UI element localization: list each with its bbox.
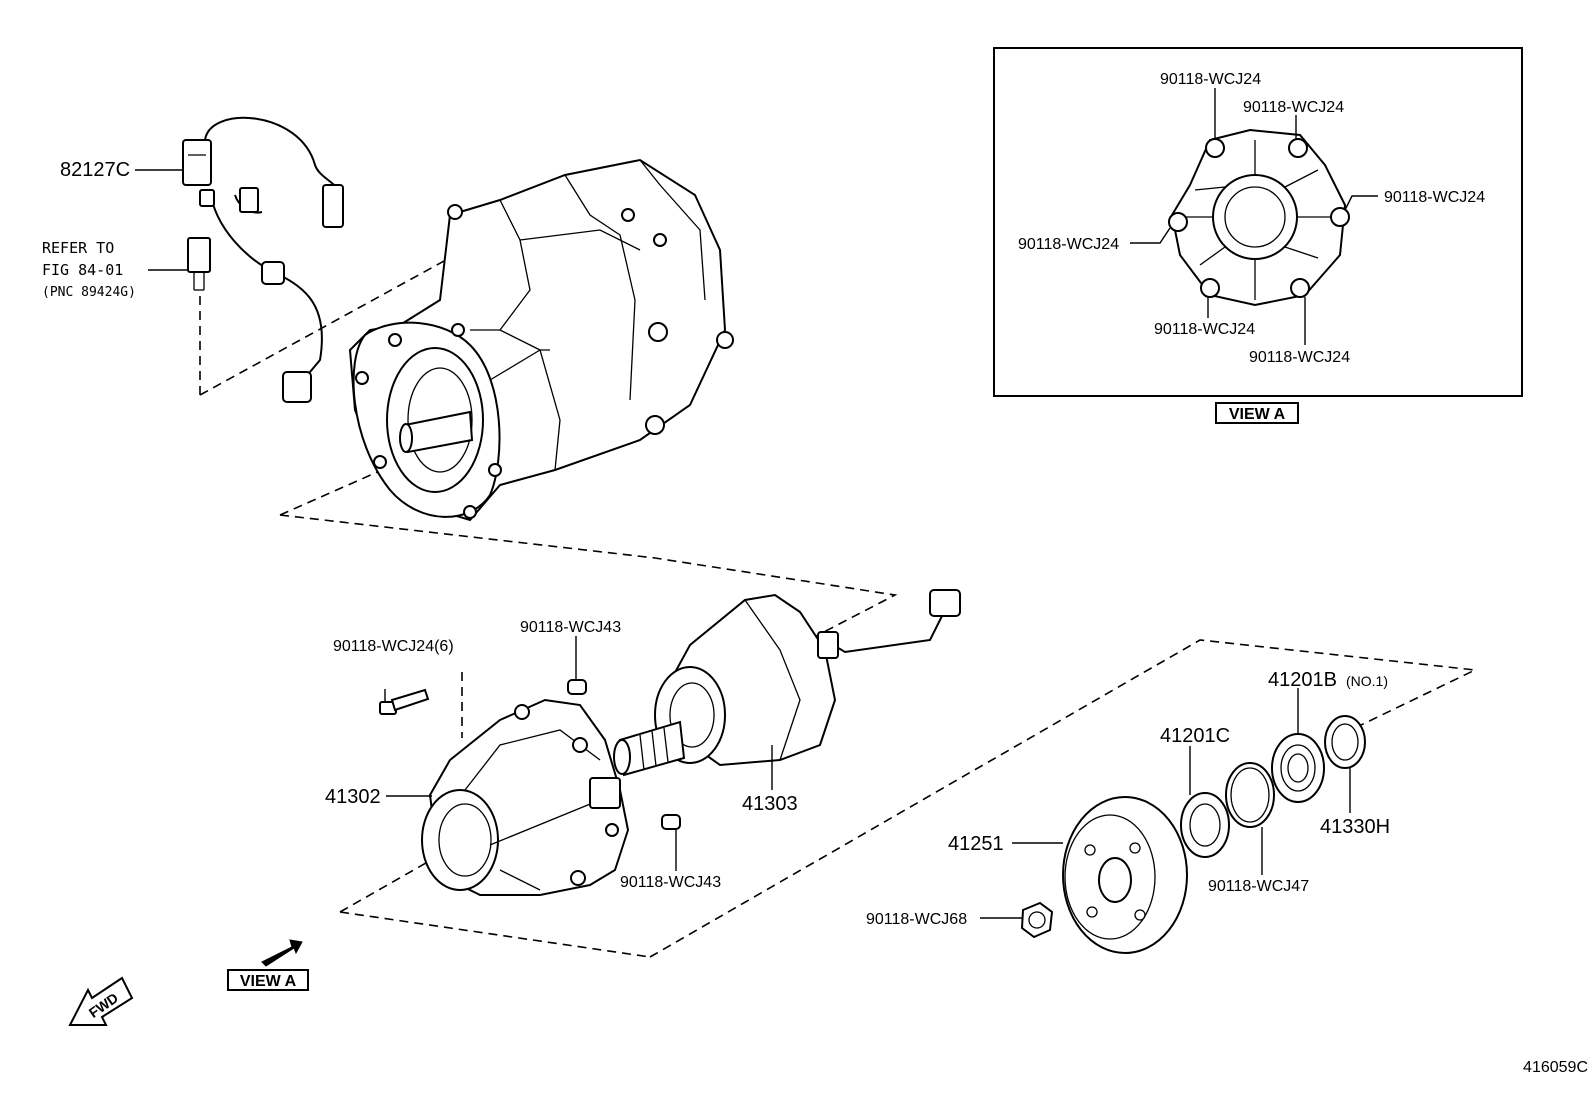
- connector-icon: [182, 139, 212, 186]
- label-pin-wcj43-top: 90118-WCJ43: [520, 619, 621, 636]
- bolt-hole: [1168, 212, 1188, 232]
- view-a-panel: 90118-WCJ24 90118-WCJ24 90118-WCJ24 9011…: [993, 47, 1523, 424]
- connector-icon: [322, 184, 344, 228]
- label-41302: 41302: [325, 786, 381, 808]
- view-a-callout-bottom-right: 90118-WCJ24: [1249, 349, 1350, 366]
- leader-lines: [135, 169, 1351, 919]
- bolt-hole: [1200, 278, 1220, 298]
- label-view-a-bottom: VIEW A: [240, 973, 297, 990]
- label-82127c: 82127C: [60, 159, 130, 181]
- connector-icon: [282, 371, 312, 403]
- view-a-arrow-indicator: VIEW A: [227, 939, 309, 991]
- label-41201b: 41201B: [1268, 669, 1337, 691]
- label-nut-wcj68: 90118-WCJ68: [866, 911, 967, 928]
- view-a-callout-top-left: 90118-WCJ24: [1160, 71, 1261, 88]
- view-a-tag-box: [1215, 402, 1299, 424]
- label-snap-wcj47: 90118-WCJ47: [1208, 878, 1309, 895]
- view-a-bottom-box: [227, 969, 309, 991]
- oil-seal-41201c[interactable]: [1180, 792, 1230, 858]
- fwd-arrow-indicator: FWD: [68, 976, 134, 1026]
- label-fig-reference: FIG 84-01: [42, 261, 123, 279]
- label-41201c: 41201C: [1160, 725, 1230, 747]
- bolt-hole: [1288, 138, 1308, 158]
- cover-plate-view-a: [1168, 128, 1350, 307]
- view-a-frame: [993, 47, 1523, 397]
- diagram-id: 416059C: [1523, 1059, 1588, 1076]
- fwd-arrow-icon: [68, 976, 134, 1026]
- view-a-callout-top-right: 90118-WCJ24: [1243, 99, 1344, 116]
- view-a-callout-bottom-left: 90118-WCJ24: [1154, 321, 1255, 338]
- label-41303: 41303: [742, 793, 798, 815]
- bolt-wcj24[interactable]: [379, 688, 430, 715]
- connector-icon: [929, 589, 961, 617]
- transfer-case-housing: [348, 158, 734, 522]
- view-a-title: VIEW A: [1229, 406, 1286, 423]
- temperature-sensor[interactable]: [187, 237, 211, 291]
- label-no1: (NO.1): [1346, 673, 1388, 689]
- label-pin-wcj43-bottom: 90118-WCJ43: [620, 874, 721, 891]
- label-bolt-wcj24-6: 90118-WCJ24(6): [333, 638, 454, 655]
- actuator-motor-41303[interactable]: [613, 589, 961, 777]
- bearing-41201b[interactable]: [1271, 733, 1325, 803]
- clip-icon: [261, 261, 285, 285]
- dowel-pin-bottom[interactable]: [661, 814, 681, 830]
- companion-flange-41251[interactable]: [1062, 796, 1188, 954]
- bolt-hole: [1290, 278, 1310, 298]
- extension-housing-41302[interactable]: [421, 698, 630, 896]
- label-41330h: 41330H: [1320, 816, 1390, 838]
- clip-icon: [239, 187, 259, 213]
- label-refer-to: REFER TO: [42, 239, 114, 257]
- view-a-callout-right: 90118-WCJ24: [1384, 189, 1485, 206]
- nut-wcj68[interactable]: [1020, 901, 1054, 939]
- bolt-hole: [1330, 207, 1350, 227]
- wire-harness-82127c[interactable]: [182, 116, 344, 403]
- dowel-pin-top[interactable]: [567, 679, 587, 695]
- label-41251: 41251: [948, 833, 1004, 855]
- label-pnc-reference: (PNC 89424G): [42, 285, 136, 300]
- view-a-callout-left: 90118-WCJ24: [1018, 236, 1119, 253]
- arrow-icon: [261, 939, 303, 967]
- bolt-hole: [1205, 138, 1225, 158]
- oil-seal-41330h[interactable]: [1324, 715, 1366, 769]
- snap-ring-wcj47[interactable]: [1225, 762, 1275, 828]
